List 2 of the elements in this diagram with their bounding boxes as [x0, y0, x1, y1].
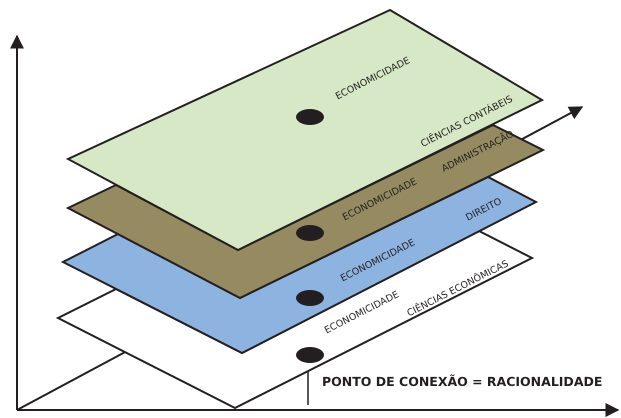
layer-plane [63, 177, 536, 353]
note-text: PONTO DE CONEXÃO = RACIONALIDADE [322, 376, 602, 388]
